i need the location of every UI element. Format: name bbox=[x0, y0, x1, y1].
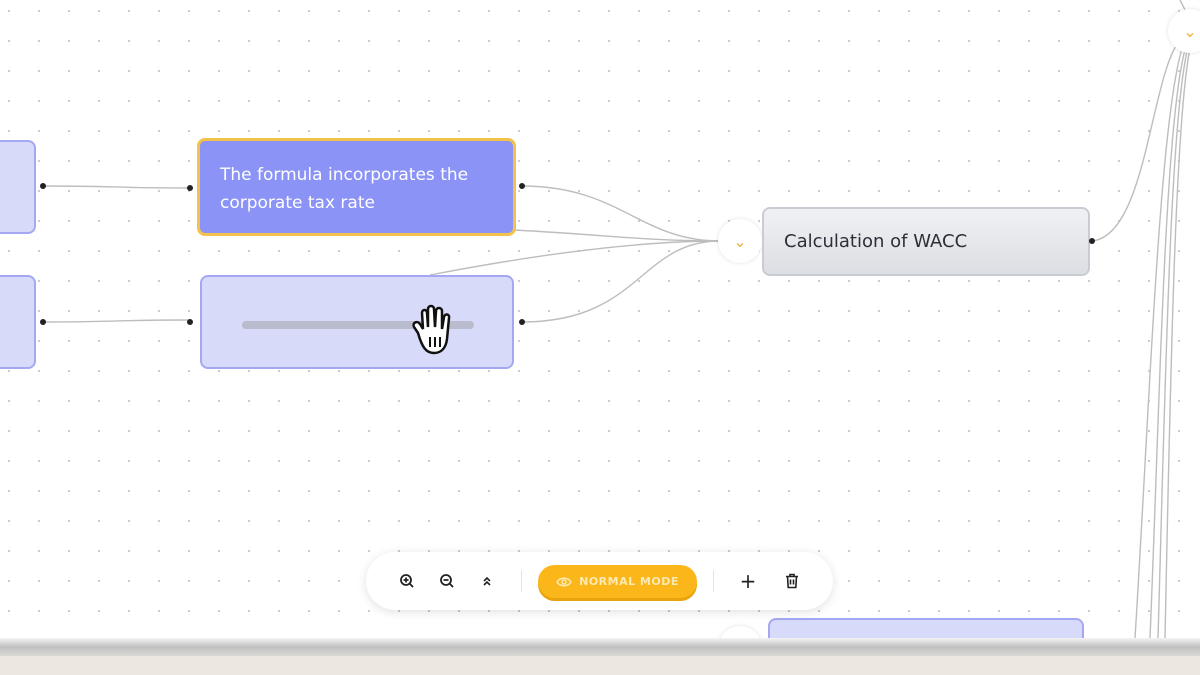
delete-button[interactable] bbox=[781, 570, 803, 592]
node-text: The formula incorporates the corporate t… bbox=[220, 165, 469, 213]
zoom-in-button[interactable] bbox=[396, 570, 418, 592]
plus-icon: + bbox=[739, 569, 757, 593]
edge bbox=[1157, 39, 1191, 638]
port[interactable] bbox=[40, 183, 46, 189]
port[interactable] bbox=[519, 183, 525, 189]
edge bbox=[521, 240, 721, 323]
node-editing[interactable] bbox=[200, 275, 514, 369]
mode-label: NORMAL MODE bbox=[579, 575, 679, 588]
trash-icon bbox=[786, 573, 798, 589]
chevrons-up-icon bbox=[483, 576, 491, 586]
mindmap-canvas[interactable]: The formula incorporates the corporate t… bbox=[0, 0, 1200, 638]
edge bbox=[1134, 39, 1186, 638]
chevron-down-icon: ⌄ bbox=[1183, 21, 1197, 41]
zoom-out-button[interactable] bbox=[436, 570, 458, 592]
node-bottom[interactable] bbox=[768, 618, 1084, 638]
port[interactable] bbox=[519, 319, 525, 325]
divider bbox=[521, 570, 522, 592]
edge bbox=[42, 185, 191, 189]
edge bbox=[1091, 34, 1186, 242]
collapse-toggle[interactable] bbox=[718, 626, 762, 638]
node-partial-left-1[interactable] bbox=[0, 140, 36, 234]
port[interactable] bbox=[40, 319, 46, 325]
edge bbox=[42, 319, 191, 323]
collapse-all-button[interactable] bbox=[476, 570, 498, 592]
eye-icon bbox=[556, 577, 572, 586]
connections bbox=[42, 0, 1196, 638]
edge bbox=[429, 240, 721, 276]
hand-cursor-icon bbox=[412, 304, 451, 355]
divider bbox=[713, 570, 714, 592]
port[interactable] bbox=[187, 319, 193, 325]
window-bottom-edge bbox=[0, 638, 1200, 656]
add-node-button[interactable]: + bbox=[737, 569, 759, 593]
edge bbox=[514, 229, 721, 242]
normal-mode-button[interactable]: NORMAL MODE bbox=[538, 565, 697, 598]
node-partial-left-2[interactable] bbox=[0, 275, 36, 369]
bottom-toolbar: NORMAL MODE + bbox=[366, 552, 833, 610]
port[interactable] bbox=[1089, 238, 1095, 244]
node-text: Calculation of WACC bbox=[784, 231, 968, 252]
edge bbox=[1164, 39, 1193, 638]
node-tax-rate[interactable]: The formula incorporates the corporate t… bbox=[197, 138, 516, 236]
edge bbox=[1149, 39, 1189, 638]
edge bbox=[521, 185, 721, 242]
chevron-down-icon: ⌄ bbox=[733, 231, 747, 251]
text-placeholder-slider[interactable] bbox=[242, 321, 474, 329]
collapse-toggle[interactable]: ⌄ bbox=[1168, 9, 1200, 53]
port[interactable] bbox=[187, 185, 193, 191]
node-wacc[interactable]: Calculation of WACC bbox=[762, 207, 1090, 276]
zoom-out-icon bbox=[440, 574, 454, 588]
collapse-toggle[interactable]: ⌄ bbox=[718, 219, 762, 263]
zoom-in-icon bbox=[400, 574, 414, 588]
